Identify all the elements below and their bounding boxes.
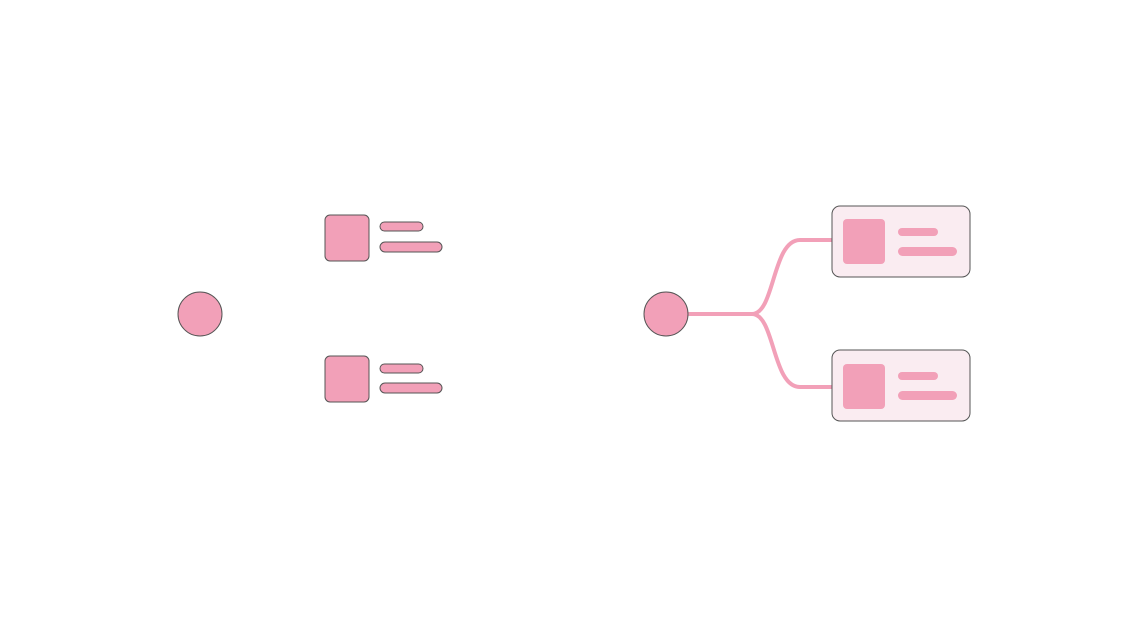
left-root-node <box>177 291 223 337</box>
left-item-bottom-line-long <box>379 382 443 394</box>
left-item-top-thumbnail <box>324 214 370 262</box>
left-item-top-line-short <box>379 221 424 232</box>
left-panel <box>177 214 443 403</box>
right-panel <box>643 205 971 422</box>
right-card-bottom-line-short <box>898 372 938 380</box>
left-item-bottom-thumbnail <box>324 355 370 403</box>
right-card-bottom-line-long <box>898 391 957 400</box>
right-card-top-thumbnail <box>843 219 885 264</box>
left-item-bottom <box>324 355 443 403</box>
left-item-top <box>324 214 443 262</box>
right-card-top <box>831 205 971 278</box>
right-card-top-line-short <box>898 228 938 236</box>
right-connector-branch <box>686 238 836 389</box>
right-root-node <box>643 291 689 337</box>
right-card-bottom-thumbnail <box>843 364 885 409</box>
right-card-bottom <box>831 349 971 422</box>
left-item-top-line-long <box>379 241 443 253</box>
right-card-top-line-long <box>898 247 957 256</box>
left-item-bottom-line-short <box>379 363 424 374</box>
